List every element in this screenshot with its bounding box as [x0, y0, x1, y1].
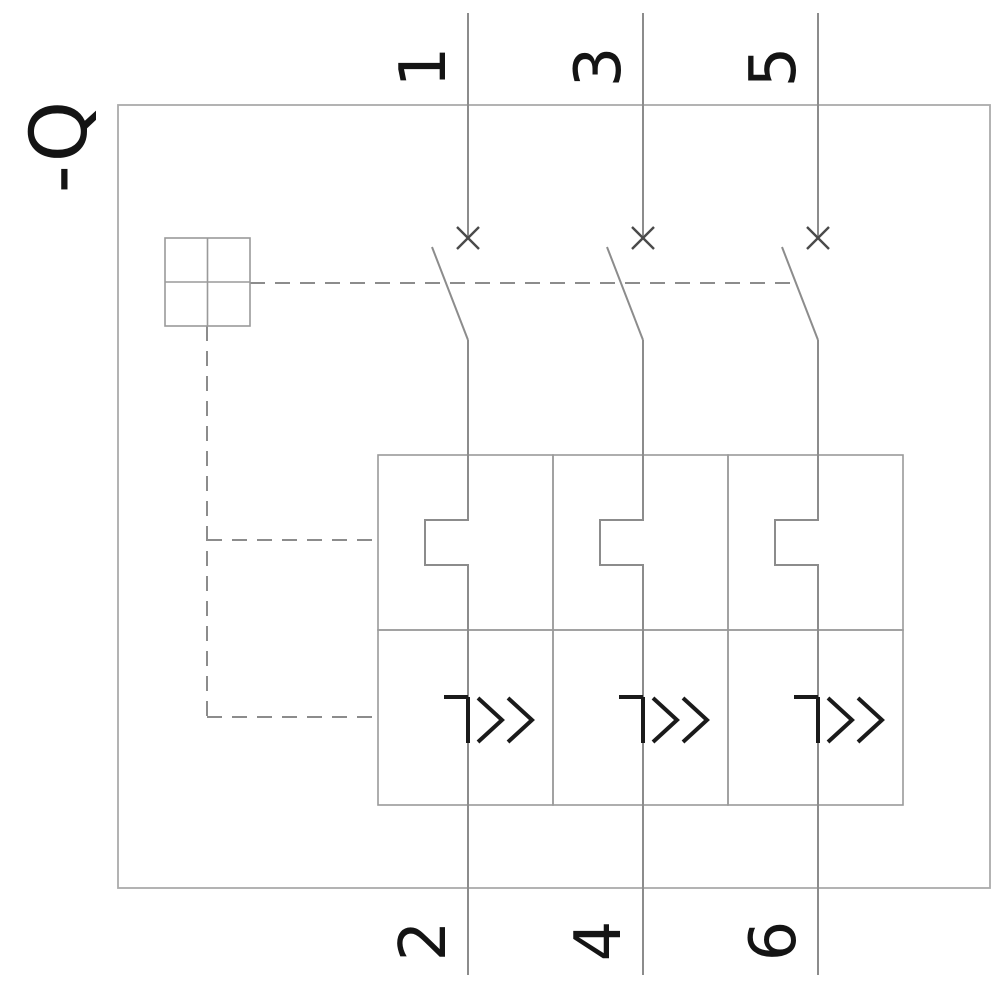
thermal-box-1: [377, 454, 554, 631]
contact-cross-stroke: [456, 226, 480, 250]
trip-chevron-icon: [506, 696, 535, 744]
pole-2-contact-blade: [606, 246, 644, 341]
manual-operator-square-icon: [164, 237, 251, 327]
mechanical-linkage-dashed: [206, 282, 795, 718]
pole-3-top-terminal-label: 5: [737, 47, 811, 88]
pole-1-bottom-terminal-label: 2: [387, 921, 461, 962]
pole-3: I>> 5 6: [737, 13, 885, 975]
pole-2-bottom-terminal-label: 4: [562, 921, 636, 962]
pole-1-load-conductor-thermal-overload-notch-icon: [424, 340, 469, 975]
pole-2-load-conductor-thermal-overload-notch-icon: [599, 340, 644, 975]
trip-chevron-icon: [681, 696, 710, 744]
trip-chevron-icon: [856, 696, 885, 744]
trip-chevron-icon: [476, 696, 505, 744]
pole-2: I>> 3 4: [562, 13, 710, 975]
pole-1-top-terminal-label: 1: [387, 47, 461, 88]
pole-2-contact-cross-icon: [631, 226, 655, 250]
device-outline: [117, 104, 991, 889]
pole-3-contact-blade: [781, 246, 819, 341]
component-designation-label: -Q: [15, 101, 105, 193]
contact-cross-stroke: [631, 226, 655, 250]
pole-3-bottom-terminal-label: 6: [737, 921, 811, 962]
pole-3-instantaneous-overcurrent-release-icon: I>>: [794, 695, 885, 744]
magnetic-box-3: [727, 629, 904, 806]
pole-2-top-terminal-label: 3: [562, 47, 636, 88]
pole-1-contact-cross-icon: [456, 226, 480, 250]
pole-2-instantaneous-overcurrent-release-icon: I>>: [619, 695, 710, 744]
thermal-box-2: [552, 454, 729, 631]
pole-3-load-conductor-thermal-overload-notch-icon: [774, 340, 819, 975]
trip-unit-boxes: [377, 454, 904, 806]
trip-chevron-icon: [826, 696, 855, 744]
thermal-box-3: [727, 454, 904, 631]
pole-3-contact-cross-icon: [806, 226, 830, 250]
trip-chevron-icon: [651, 696, 680, 744]
contact-cross-stroke: [806, 226, 830, 250]
pole-1-contact-blade: [431, 246, 469, 341]
pole-1-instantaneous-overcurrent-release-icon: I>>: [444, 695, 535, 744]
pole-1: I>> 1 2: [387, 13, 535, 975]
